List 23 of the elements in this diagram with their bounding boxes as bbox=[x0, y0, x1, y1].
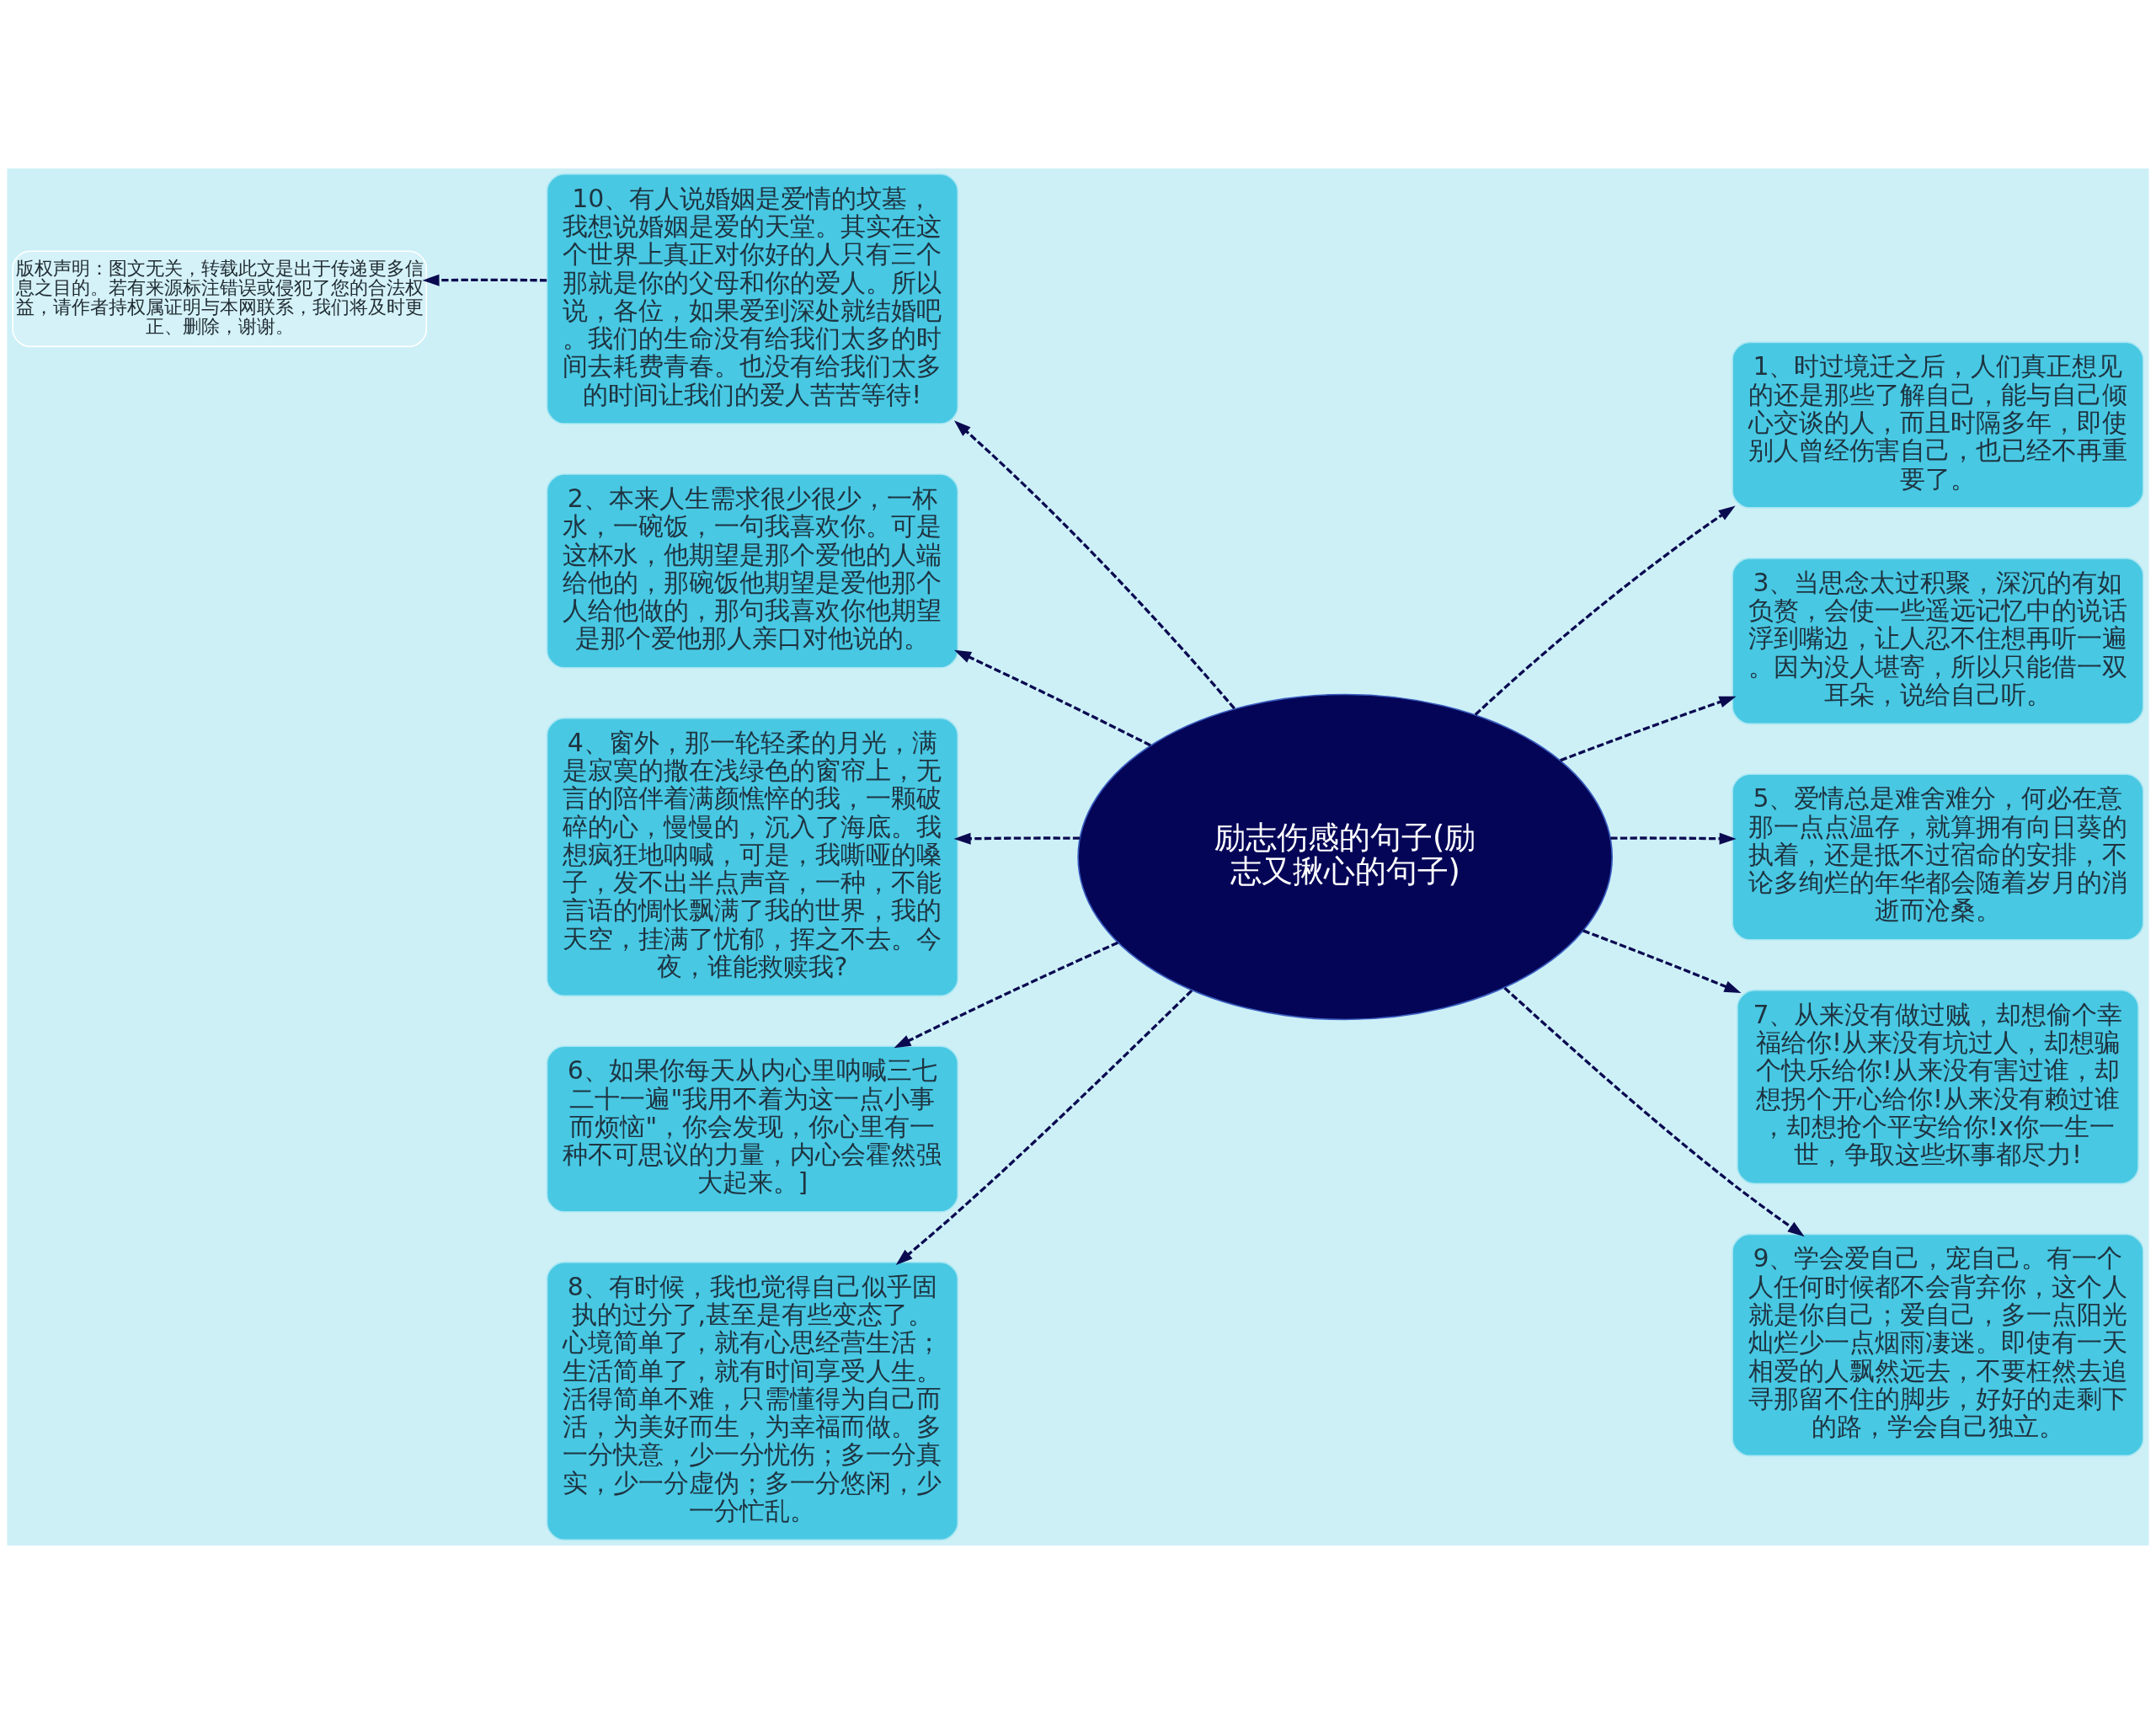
node-box: 1、时过境迁之后，人们真正想见的还是那些了解自己，能与自己倾心交谈的人，而且时隔多年，即使别人曾经伤害自己，也已经不再重要了。 bbox=[1732, 341, 2144, 509]
node-box: 10、有人说婚姻是爱情的坟墓，我想说婚姻是爱的天堂。其实在这个世界上真正对你好的人只有三个那就是你的父母和你的爱人。所以说，各位，如果爱到深处就结婚吧。我们的生命没有给我们太多的时间去耗费青春。也没有给我们太多的时间让我们的爱人苦苦等待! bbox=[546, 173, 959, 424]
arrow bbox=[1610, 832, 1737, 845]
arrow bbox=[422, 274, 547, 286]
node-box: 4、窗外，那一轮轻柔的月光，满是寂寞的撒在浅绿色的窗帘上，无言的陪伴着满颜憔悴的我，一颗破碎的心，慢慢的，沉入了海底。我想疯狂地呐喊，可是，我嘶哑的嗓子，发不出半点声音，一种，不能言语的惆怅飘满了我的世界，我的天空，挂满了忧郁，挥之不去。今夜，谁能救赎我? bbox=[546, 717, 959, 997]
arrow bbox=[1503, 986, 1805, 1237]
node-box: 9、学会爱自己，宠自己。有一个人任何时候都不会背弃你，这个人就是你自己；爱自己，多一点阳光灿烂少一点烟雨凄迷。即使有一天相爱的人飘然远去，不要枉然去追寻那留不住的脚步，好好的走剩下的路，学会自己独立。 bbox=[1732, 1233, 2144, 1457]
node-ellipse: 励志伤感的句子(励志又揪心的句子) bbox=[1077, 693, 1614, 1021]
arrow bbox=[1474, 505, 1736, 716]
arrow bbox=[1560, 696, 1737, 762]
node-box: 7、从来没有做过贼，却想偷个幸福给你!从来没有坑过人，却想骗个快乐给你!从来没有害过谁，却想拐个开心给你!从来没有赖过谁，却想抢个平安给你!x你一生一世，争取这些坏事都尽力! bbox=[1737, 989, 2139, 1185]
arrow bbox=[1582, 929, 1742, 993]
node-box: 6、如果你每天从内心里呐喊三七二十一遍"我用不着为这一点小事而烦恼"，你会发现，你心里有一种不可思议的力量，内心会霍然强大起来。] bbox=[546, 1045, 959, 1213]
node-box: 2、本来人生需求很少很少，一杯水，一碗饭，一句我喜欢你。可是这杯水，他期望是那个爱他的人端给他的，那碗饭他期望是爱他那个人给他做的，那句我喜欢你他期望是那个爱他那人亲口对他说的。 bbox=[546, 473, 959, 669]
arrow bbox=[894, 941, 1119, 1049]
arrow bbox=[953, 832, 1081, 845]
node-box: 3、当思念太过积聚，深沉的有如负赘，会使一些遥远记忆中的说话浮到嘴边，让人忍不住想再听一遍。因为没人堪寄，所以只能借一双耳朵，说给自己听。 bbox=[1732, 558, 2144, 725]
arrow bbox=[954, 649, 1151, 747]
arrow bbox=[953, 420, 1235, 710]
node-box: 5、爱情总是难舍难分，何必在意那一点点温存，就算拥有向日葵的执着，还是抵不过宿命的安排，不论多绚烂的年华都会随着岁月的消逝而沧桑。 bbox=[1732, 773, 2144, 941]
node-box: 8、有时候，我也觉得自己似乎固执的过分了,甚至是有些变态了。心境简单了，就有心思经营生活；生活简单了，就有时间享受人生。活得简单不难，只需懂得为自己而活，为美好而生，为幸福而做。多一分快意，少一分忧伤；多一分真实，少一分虚伪；多一分悠闲，少一分忙乱。 bbox=[546, 1261, 959, 1541]
node-box: 版权声明：图文无关，转载此文是出于传递更多信息之目的。若有来源标注错误或侵犯了您的合法权益，请作者持权属证明与本网联系，我们将及时更正、删除，谢谢。 bbox=[12, 250, 428, 348]
arrow bbox=[895, 989, 1193, 1265]
